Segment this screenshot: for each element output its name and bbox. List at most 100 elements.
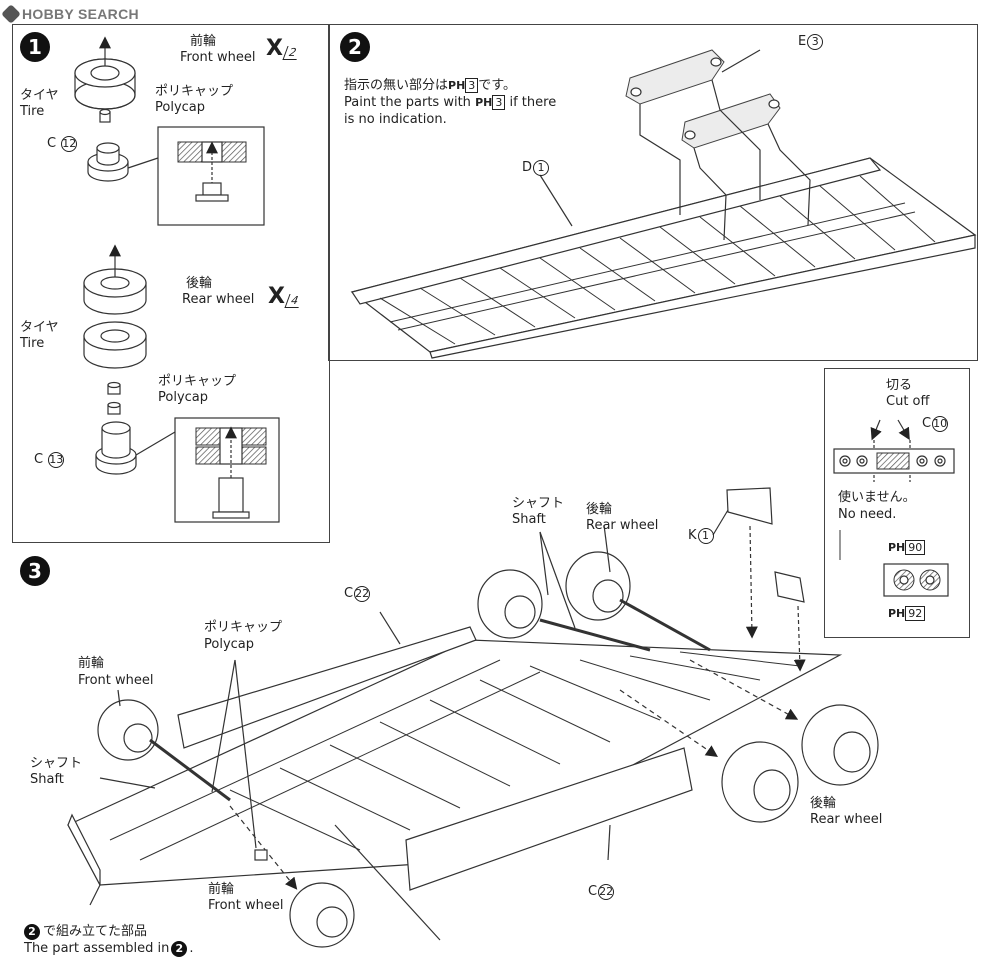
step2-note-en-line2: is no indication. <box>344 112 447 127</box>
part-c10-num: 10 <box>932 416 949 432</box>
rear-qty-badge: X 4 <box>268 284 304 309</box>
rear-wheel2-en: Rear wheel <box>810 812 883 827</box>
part-c22-top-num: 22 <box>354 586 371 602</box>
front-wheel-step3-en: Front wheel <box>78 673 154 688</box>
part-d-letter: D <box>522 160 533 175</box>
cut-en: Cut off <box>886 394 930 409</box>
tire-jp: タイヤ <box>20 88 59 103</box>
note-jp-b: です。 <box>478 78 516 93</box>
cut-jp: 切る <box>886 378 913 393</box>
part-e-letter: E <box>798 34 807 49</box>
part-c13-letter: C <box>34 452 44 467</box>
assembled-jp: 2 で組み立てた部品 <box>24 924 147 940</box>
logo-text: HOBBY SEARCH <box>22 6 139 22</box>
noneed-en: No need. <box>838 507 897 522</box>
front-wheel-jp: 前輪 <box>190 34 217 49</box>
part-c12-label: C 12 <box>47 136 78 152</box>
assembled-en-num-badge: 2 <box>171 941 188 957</box>
note-jp-a: 指示の無い部分は <box>344 78 449 93</box>
rear-wheel-step3-en: Rear wheel <box>586 518 659 533</box>
tire2-en: Tire <box>20 336 45 351</box>
note-jp-ph: PH <box>448 79 466 92</box>
tire-en: Tire <box>20 104 45 119</box>
part-c13-label: C 13 <box>34 452 65 468</box>
rear-wheel-step3-jp: 後輪 <box>586 502 613 517</box>
part-c22-top-letter: C <box>344 586 354 601</box>
note-en-a: Paint the parts with <box>344 95 471 110</box>
assembled-en: The part assembled in 2. <box>24 941 194 957</box>
rear-qty-num: 4 <box>284 294 304 308</box>
shaft2-en: Shaft <box>30 772 64 787</box>
shaft2-jp: シャフト <box>30 756 83 771</box>
assembled-jp-text: で組み立てた部品 <box>43 924 148 939</box>
part-k-letter: K <box>688 528 697 543</box>
front-wheel-step3-jp: 前輪 <box>78 656 105 671</box>
assembled-en-text: The part assembled in <box>24 941 170 956</box>
hobby-search-logo: HOBBY SEARCH <box>1 4 139 24</box>
shaft-jp: シャフト <box>512 496 565 511</box>
ph92-num: 92 <box>905 606 926 621</box>
part-d-num: 1 <box>533 160 550 176</box>
polycap-en: Polycap <box>155 100 206 115</box>
step2-number: 2 <box>340 32 370 62</box>
front-wheel-en: Front wheel <box>180 50 256 65</box>
noneed-jp: 使いません。 <box>838 490 916 505</box>
e3-bracket-parts <box>625 49 811 241</box>
note-en-num: 3 <box>492 95 506 110</box>
part-e-num: 3 <box>807 34 824 50</box>
rear-wheel-jp: 後輪 <box>186 276 213 291</box>
c12-hub-drawing <box>87 142 129 182</box>
polycap2-jp: ポリキャップ <box>158 374 237 389</box>
note-en-b: if there <box>509 95 557 110</box>
rear-tires-drawing <box>83 244 147 369</box>
front-qty-num: 2 <box>282 46 302 60</box>
part-c22-bottom-letter: C <box>588 884 598 899</box>
cut-inset-panel <box>824 368 970 638</box>
c13-hub-drawing <box>95 421 137 475</box>
polycap-jp: ポリキャップ <box>155 84 234 99</box>
part-c22-bottom-num: 22 <box>598 884 615 900</box>
rear-wheel2-jp: 後輪 <box>810 796 837 811</box>
front-wheels-step3 <box>97 699 355 948</box>
part-c10-letter: C <box>922 416 932 431</box>
polycap-step3-en: Polycap <box>204 637 255 652</box>
ladder-frame-step2 <box>350 157 977 359</box>
step2-panel <box>328 24 978 361</box>
ph90-prefix: PH <box>888 541 906 554</box>
front-polycap-drawing <box>99 108 111 123</box>
part-c12-letter: C <box>47 136 57 151</box>
rear-qty-x: X <box>268 284 285 309</box>
polycap-step3-jp: ポリキャップ <box>204 620 283 635</box>
part-c13-num: 13 <box>48 452 65 468</box>
shaft-en: Shaft <box>512 512 546 527</box>
step1-number: 1 <box>20 32 50 62</box>
chassis-step3 <box>67 639 843 886</box>
part-c12-num: 12 <box>61 136 78 152</box>
note-jp-num: 3 <box>465 78 479 93</box>
note-en-ph: PH <box>475 96 493 109</box>
part-k-num: 1 <box>697 528 714 544</box>
front-wheel2-en: Front wheel <box>208 898 284 913</box>
front-qty-badge: X 2 <box>266 36 302 61</box>
front-tire-drawing <box>74 36 136 110</box>
ph92-prefix: PH <box>888 607 906 620</box>
rear-wheel-en: Rear wheel <box>182 292 255 307</box>
front-wheel2-jp: 前輪 <box>208 882 235 897</box>
step3-number: 3 <box>20 556 50 586</box>
front-qty-x: X <box>266 36 283 61</box>
assembled-num-badge: 2 <box>24 924 40 940</box>
step1-panel <box>12 24 330 543</box>
assembled-en-period: . <box>189 941 194 956</box>
polycap2-en: Polycap <box>158 390 209 405</box>
tire2-jp: タイヤ <box>20 320 59 335</box>
rear-wheels-step3 <box>477 551 879 823</box>
